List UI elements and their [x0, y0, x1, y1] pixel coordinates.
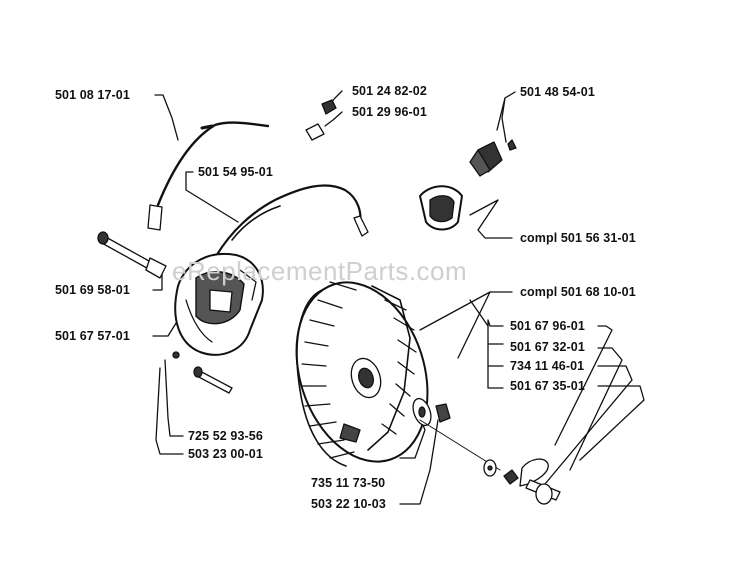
part-label-501-67-32-01: 501 67 32-01 [510, 340, 585, 354]
part-label-501-67-57-01: 501 67 57-01 [55, 329, 130, 343]
part-label-501-24-82-02: 501 24 82-02 [352, 84, 427, 98]
washer-and-nut [412, 397, 451, 427]
part-label-735-11-73-50: 735 11 73-50 [311, 476, 386, 490]
part-label-compl-501-56-31-01: compl 501 56 31-01 [520, 231, 636, 245]
screw-lower [172, 351, 233, 394]
nut-and-clip [305, 99, 337, 141]
part-label-503-22-10-03: 503 22 10-03 [311, 497, 386, 511]
part-label-501-54-95-01: 501 54 95-01 [198, 165, 273, 179]
starter-pawl-hardware [483, 458, 561, 505]
ignition-module [174, 252, 264, 356]
screw-upper [97, 231, 167, 279]
short-circuit-cable [213, 184, 369, 260]
part-label-501-08-17-01: 501 08 17-01 [55, 88, 130, 102]
part-label-501-67-96-01: 501 67 96-01 [510, 319, 585, 333]
ignition-lead [147, 121, 270, 231]
part-label-503-23-00-01: 503 23 00-01 [188, 447, 263, 461]
flywheel [295, 281, 429, 467]
part-label-501-67-35-01: 501 67 35-01 [510, 379, 585, 393]
part-label-compl-501-68-10-01: compl 501 68 10-01 [520, 285, 636, 299]
part-label-725-52-93-56: 725 52 93-56 [188, 429, 263, 443]
part-label-734-11-46-01: 734 11 46-01 [510, 359, 585, 373]
cover-and-cap [419, 139, 517, 231]
part-label-501-48-54-01: 501 48 54-01 [520, 85, 595, 99]
watermark: eReplacementParts.com [172, 256, 468, 286]
part-label-501-29-96-01: 501 29 96-01 [352, 105, 427, 119]
part-label-501-69-58-01: 501 69 58-01 [55, 283, 130, 297]
